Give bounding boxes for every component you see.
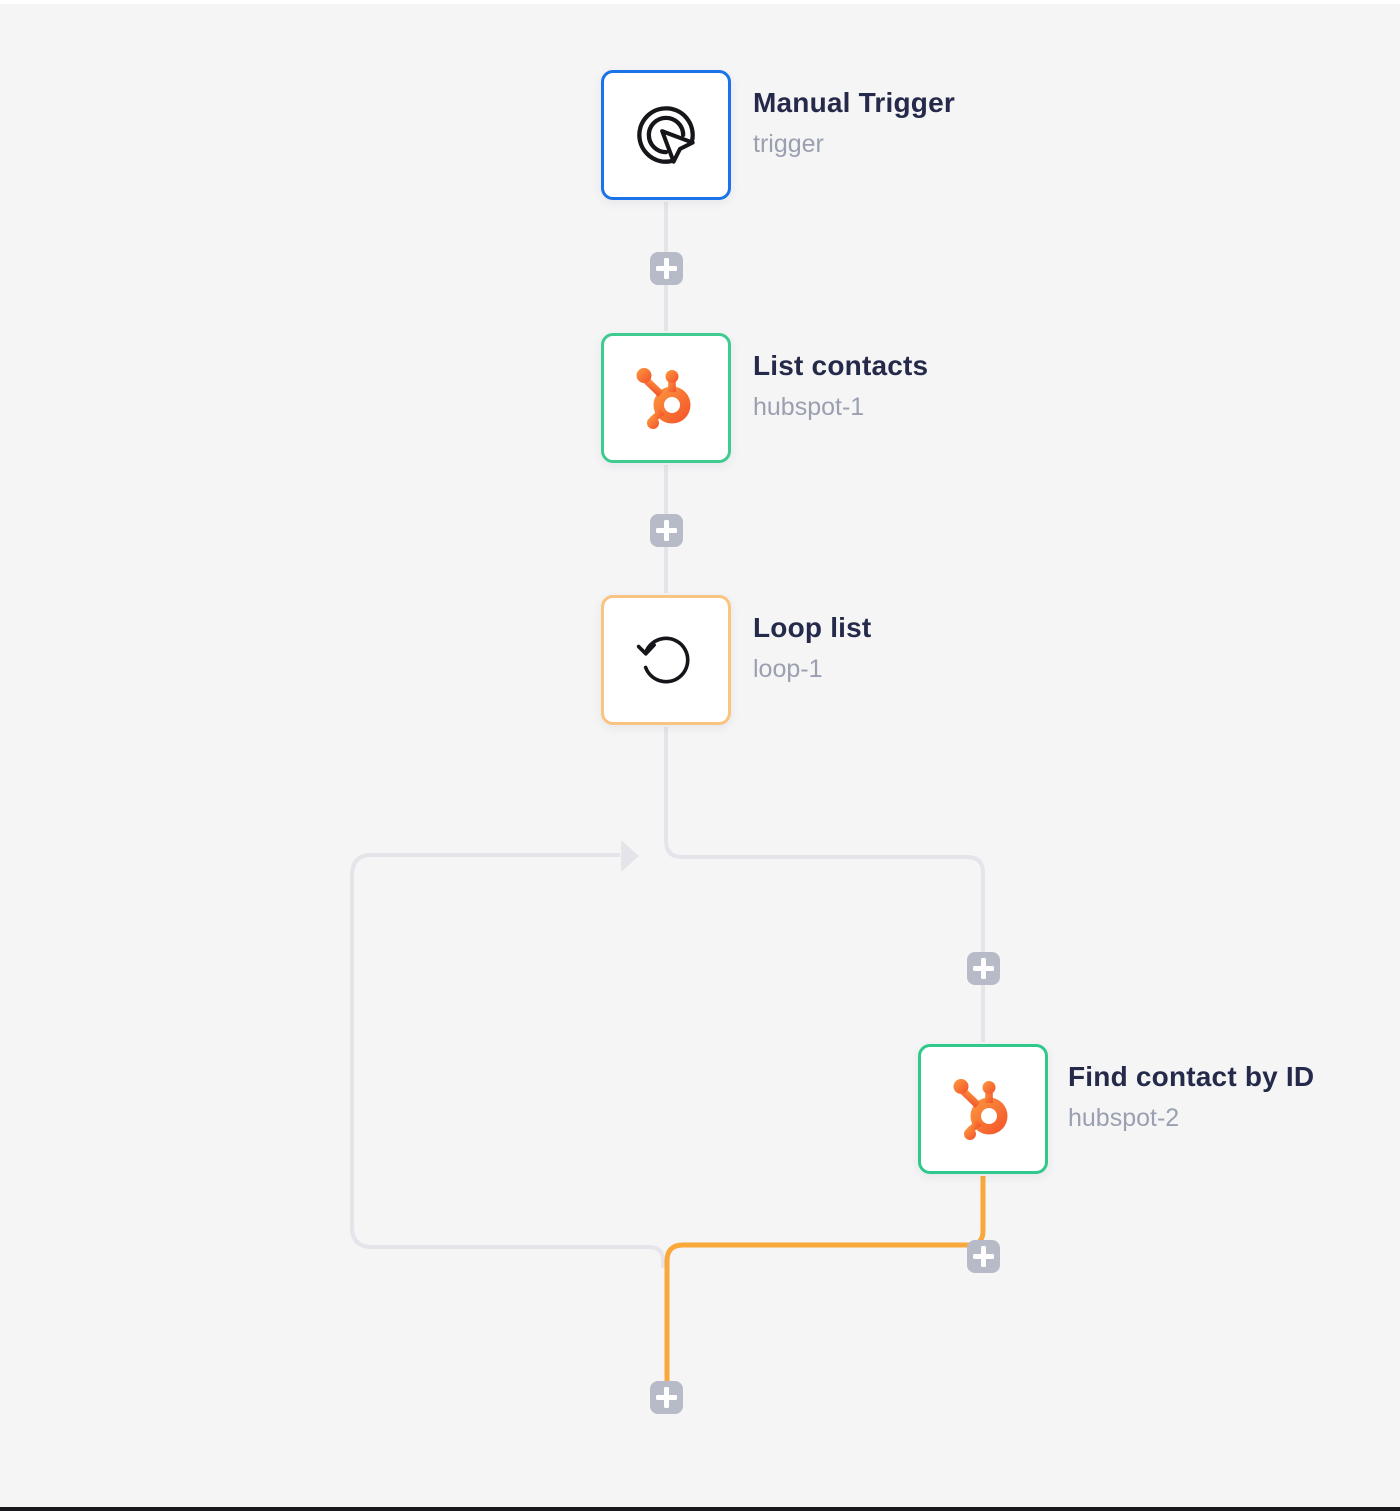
- hubspot-icon: [953, 1079, 1008, 1140]
- bottom-edge-strip: [0, 1507, 1400, 1511]
- node-loop-list[interactable]: [601, 595, 731, 725]
- node-label-find-contact-by-id: Find contact by ID hubspot-2: [1068, 1060, 1314, 1133]
- node-subtitle: loop-1: [753, 654, 823, 683]
- node-list-contacts[interactable]: [601, 333, 731, 463]
- plus-icon: [973, 1246, 994, 1267]
- add-step-button-after-loop[interactable]: [650, 1381, 683, 1414]
- connector-loop-back: [350, 853, 665, 1268]
- loop-back-arrowhead-icon: [621, 840, 639, 872]
- node-manual-trigger[interactable]: [601, 70, 731, 200]
- plus-icon: [973, 958, 994, 979]
- plus-icon: [656, 520, 677, 541]
- node-label-manual-trigger: Manual Trigger trigger: [753, 86, 955, 159]
- node-title: List contacts: [753, 350, 929, 381]
- add-step-button-loop-branch[interactable]: [967, 952, 1000, 985]
- node-label-loop-list: Loop list loop-1: [753, 611, 871, 684]
- add-step-button-after-hubspot1[interactable]: [650, 514, 683, 547]
- plus-icon: [656, 1387, 677, 1408]
- add-step-button-after-trigger[interactable]: [650, 252, 683, 285]
- node-title: Find contact by ID: [1068, 1061, 1315, 1092]
- top-edge-strip: [0, 0, 1400, 4]
- node-label-list-contacts: List contacts hubspot-1: [753, 349, 928, 422]
- connector-hubspot2-active: [664, 1176, 986, 1381]
- connector-loop-to-hubspot2: [664, 727, 985, 1042]
- node-title: Loop list: [753, 612, 872, 643]
- node-title: Manual Trigger: [753, 87, 955, 118]
- node-subtitle: trigger: [753, 129, 824, 158]
- node-subtitle: hubspot-2: [1068, 1103, 1180, 1132]
- add-step-button-after-hubspot2[interactable]: [967, 1240, 1000, 1273]
- hubspot-icon: [636, 368, 691, 429]
- node-find-contact-by-id[interactable]: [918, 1044, 1048, 1174]
- loop-icon: [636, 636, 690, 684]
- plus-icon: [656, 258, 677, 279]
- click-icon: [637, 106, 695, 164]
- node-subtitle: hubspot-1: [753, 392, 865, 421]
